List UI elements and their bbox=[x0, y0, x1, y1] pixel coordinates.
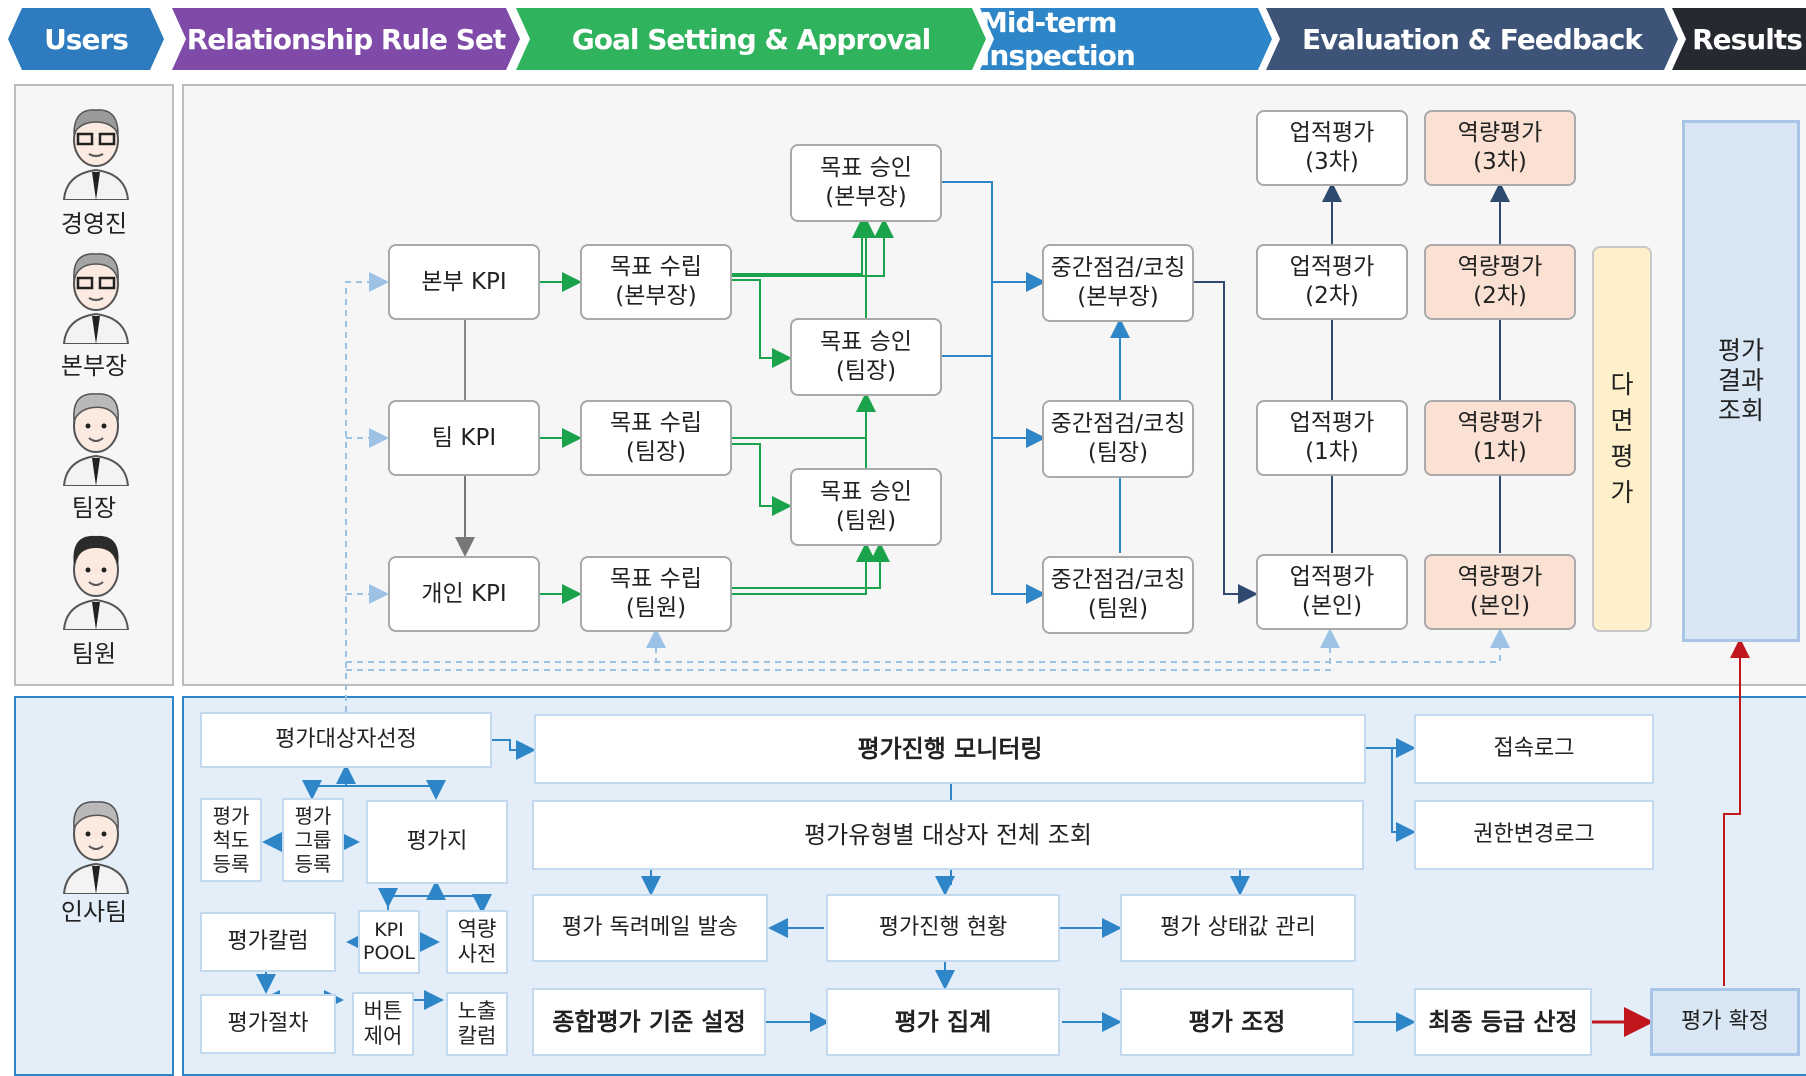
person-icon-executive bbox=[62, 109, 130, 200]
result-view[interactable]: 평가 결과 조회 bbox=[1682, 120, 1800, 642]
multi-rater-eval[interactable]: 다 면 평 가 bbox=[1592, 246, 1652, 632]
progress-status[interactable]: 평가진행 현황 bbox=[826, 894, 1060, 962]
group-register[interactable]: 평가 그룹 등록 bbox=[282, 798, 344, 882]
type-target-view[interactable]: 평가유형별 대상자 전체 조회 bbox=[532, 800, 1364, 870]
exposure-column[interactable]: 노출 칼럼 bbox=[446, 992, 508, 1056]
goal-approval-member[interactable]: 목표 승인 (팀원) bbox=[790, 468, 942, 546]
person-icon-team-leader bbox=[62, 393, 130, 486]
person-icon-team-member bbox=[62, 535, 130, 630]
phase-label: Relationship Rule Set bbox=[186, 22, 506, 56]
midterm-member[interactable]: 중간점검/코칭 (팀원) bbox=[1042, 556, 1194, 634]
user-label-team-leader: 팀장 bbox=[71, 494, 117, 522]
phase-label: Evaluation & Feedback bbox=[1302, 22, 1642, 56]
performance-eval-3rd[interactable]: 업적평가 (3차) bbox=[1256, 110, 1408, 186]
phase-goal-setting: Goal Setting & Approval bbox=[516, 8, 986, 70]
performance-eval-self[interactable]: 업적평가 (본인) bbox=[1256, 554, 1408, 630]
final-grade-calc[interactable]: 최종 등급 산정 bbox=[1414, 988, 1592, 1056]
user-label-team-member: 팀원 bbox=[71, 640, 117, 668]
competency-dictionary[interactable]: 역량 사전 bbox=[446, 910, 508, 974]
competency-eval-self[interactable]: 역량평가 (본인) bbox=[1424, 554, 1576, 630]
competency-eval-2nd[interactable]: 역량평가 (2차) bbox=[1424, 244, 1576, 320]
user-label-executive: 경영진 bbox=[60, 210, 128, 238]
scale-register[interactable]: 평가 척도 등록 bbox=[200, 798, 262, 882]
user-label-division-head: 본부장 bbox=[60, 352, 128, 380]
phase-results: Results bbox=[1672, 8, 1806, 70]
eval-aggregation[interactable]: 평가 집계 bbox=[826, 988, 1060, 1056]
goal-setting-division[interactable]: 목표 수립 (본부장) bbox=[580, 244, 732, 320]
goal-approval-team[interactable]: 목표 승인 (팀장) bbox=[790, 318, 942, 396]
goal-setting-member[interactable]: 목표 수립 (팀원) bbox=[580, 556, 732, 632]
kpi-team[interactable]: 팀 KPI bbox=[388, 400, 540, 476]
phase-relationship-rule-set: Relationship Rule Set bbox=[172, 8, 520, 70]
access-log[interactable]: 접속로그 bbox=[1414, 714, 1654, 784]
kpi-division[interactable]: 본부 KPI bbox=[388, 244, 540, 320]
status-value-manage[interactable]: 평가 상태값 관리 bbox=[1120, 894, 1356, 962]
performance-eval-2nd[interactable]: 업적평가 (2차) bbox=[1256, 244, 1408, 320]
button-control[interactable]: 버튼 제어 bbox=[352, 992, 414, 1056]
target-select[interactable]: 평가대상자선정 bbox=[200, 712, 492, 768]
person-icon-hr-team bbox=[62, 801, 130, 894]
kpi-pool[interactable]: KPI POOL bbox=[358, 910, 420, 974]
eval-procedure[interactable]: 평가절차 bbox=[200, 994, 336, 1054]
goal-approval-division[interactable]: 목표 승인 (본부장) bbox=[790, 144, 942, 222]
phase-label: Users bbox=[44, 22, 128, 56]
goal-setting-team[interactable]: 목표 수립 (팀장) bbox=[580, 400, 732, 476]
performance-eval-1st[interactable]: 업적평가 (1차) bbox=[1256, 400, 1408, 476]
midterm-division[interactable]: 중간점검/코칭 (본부장) bbox=[1042, 244, 1194, 322]
phase-users: Users bbox=[8, 8, 164, 70]
eval-adjustment[interactable]: 평가 조정 bbox=[1120, 988, 1354, 1056]
eval-progress-monitoring[interactable]: 평가진행 모니터링 bbox=[534, 714, 1366, 784]
phase-label: Results bbox=[1692, 22, 1803, 56]
reminder-mail[interactable]: 평가 독려메일 발송 bbox=[532, 894, 768, 962]
eval-confirm[interactable]: 평가 확정 bbox=[1650, 988, 1800, 1056]
kpi-personal[interactable]: 개인 KPI bbox=[388, 556, 540, 632]
phase-evaluation-feedback: Evaluation & Feedback bbox=[1266, 8, 1678, 70]
phase-label: Mid-term Inspection bbox=[980, 6, 1135, 72]
eval-column[interactable]: 평가칼럼 bbox=[200, 912, 336, 972]
competency-eval-3rd[interactable]: 역량평가 (3차) bbox=[1424, 110, 1576, 186]
user-label-hr-team: 인사팀 bbox=[60, 898, 128, 926]
phase-midterm-inspection: Mid-term Inspection bbox=[980, 8, 1272, 70]
eval-sheet[interactable]: 평가지 bbox=[366, 800, 508, 884]
midterm-team[interactable]: 중간점검/코칭 (팀장) bbox=[1042, 400, 1194, 478]
person-icon-division-head bbox=[62, 253, 130, 344]
users-panel-bottom bbox=[14, 696, 174, 1076]
permission-change-log[interactable]: 권한변경로그 bbox=[1414, 800, 1654, 870]
phase-label: Goal Setting & Approval bbox=[571, 22, 931, 56]
overall-criteria-setting[interactable]: 종합평가 기준 설정 bbox=[532, 988, 766, 1056]
competency-eval-1st[interactable]: 역량평가 (1차) bbox=[1424, 400, 1576, 476]
